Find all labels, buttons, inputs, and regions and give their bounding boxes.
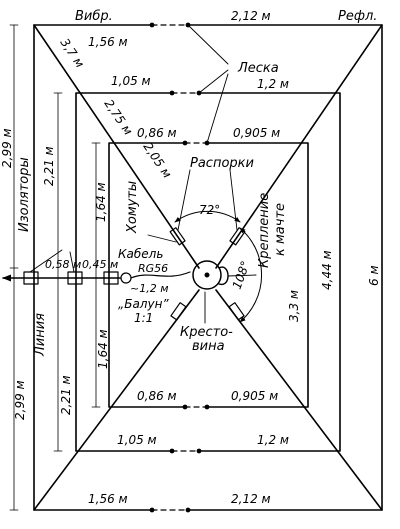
label-mast-mount-2: к мачте [273,203,288,256]
spreaders [33,24,383,511]
dim-bottom-mid-left: 1,05 м [117,433,157,447]
label-cross-1: Кресто- [180,325,233,340]
dim-bottom-outer-right: 2,12 м [231,492,271,506]
dim-left-outer-top: 2,99 м [0,128,14,168]
label-insulators: Изоляторы [17,157,32,232]
dim-bottom-mid-right: 1,2 м [257,433,289,447]
dim-diag-inner: 2,05 м [141,140,175,181]
label-clamps: Хомуты [125,181,140,234]
feed-line [2,271,191,285]
dim-left-outer-bottom: 2,99 м [13,380,27,420]
dim-left-inner-top: 1,64 м [94,182,108,222]
dim-left-inner-bottom: 1,64 м [96,329,110,369]
dim-bottom-inner-left: 0,86 м [137,389,177,403]
angle-arcs [174,210,262,323]
dim-top-inner-right: 0,905 м [233,126,280,140]
dim-left-mid-top: 2,21 м [42,146,56,186]
dim-left-mid-bottom: 2,21 м [59,375,73,415]
dim-bottom-outer-left: 1,56 м [88,492,128,506]
dim-right-inner: 3,3 м [287,290,301,322]
dim-top-mid-left: 1,05 м [111,74,151,88]
label-mast-mount-1: Крепление [257,193,272,268]
dim-top-outer-left: 1,56 м [88,35,128,49]
dim-right-mid: 4,44 м [320,250,334,290]
label-cable-type: RG56 [138,262,168,275]
fishing-line-dashes [151,24,208,511]
dim-top-inner-left: 0,86 м [137,126,177,140]
dim-right-outer: 6 м [367,265,381,286]
label-cross-2: вина [192,339,225,354]
label-spreaders: Распорки [190,156,254,171]
dimension-lines [9,24,101,511]
label-line: Линия [33,313,48,357]
label-fishing-line: Леска [237,61,279,76]
dim-top-outer-right: 2,12 м [231,9,271,23]
leader-lines [29,24,257,324]
dim-top-mid-right: 1,2 м [257,77,289,91]
label-angle-top: 72° [199,203,220,217]
cross-hub [169,227,246,321]
dim-bottom-inner-right: 0,905 м [231,389,278,403]
label-vibrator: Вибр. [75,9,113,24]
label-balun-ratio: 1:1 [134,311,153,325]
dim-line-a: 0,58 м [45,258,81,271]
label-cable: Кабель [118,247,163,261]
label-reflector: Рефл. [338,9,377,24]
dim-line-b: 0,45 м [82,258,118,271]
dim-cable-length: ~1,2 м [130,282,169,295]
label-balun: „Балун” [118,297,169,311]
